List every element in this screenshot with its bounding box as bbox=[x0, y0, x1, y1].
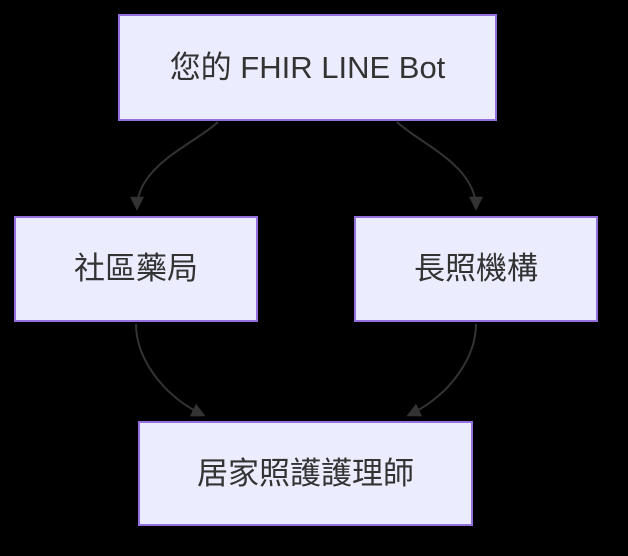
edge-bot-to-ltc bbox=[396, 121, 483, 211]
node-fhir-line-bot: 您的 FHIR LINE Bot bbox=[118, 14, 497, 121]
edge-bot-to-pharmacy bbox=[130, 121, 219, 211]
edge-ltc-to-nurse bbox=[406, 323, 477, 417]
node-community-pharmacy-label: 社區藥局 bbox=[74, 251, 198, 287]
edge-pharmacy-to-nurse bbox=[135, 323, 206, 417]
node-long-term-care-facility: 長照機構 bbox=[354, 216, 598, 322]
node-fhir-line-bot-label: 您的 FHIR LINE Bot bbox=[169, 49, 446, 85]
node-long-term-care-facility-label: 長照機構 bbox=[414, 251, 538, 287]
node-home-care-nurse: 居家照護護理師 bbox=[138, 421, 473, 526]
node-home-care-nurse-label: 居家照護護理師 bbox=[197, 455, 414, 491]
node-community-pharmacy: 社區藥局 bbox=[14, 216, 258, 322]
